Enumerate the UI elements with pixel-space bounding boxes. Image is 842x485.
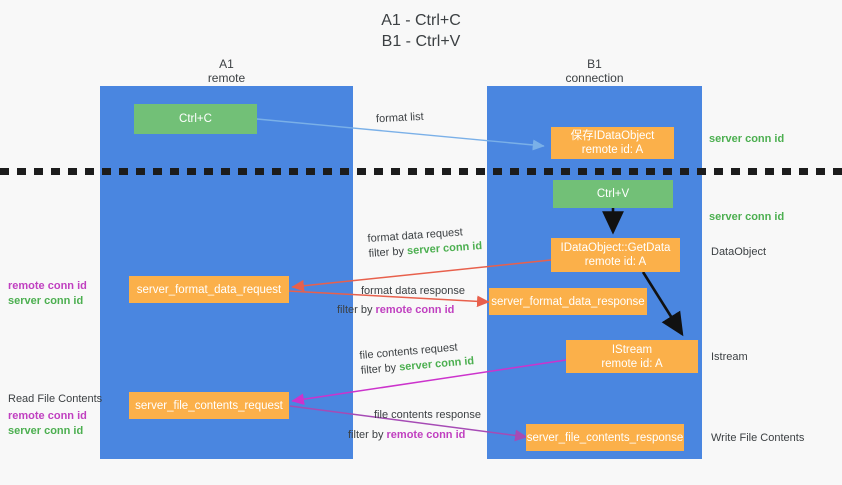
note-write-file-contents: Write File Contents [711,432,805,444]
label-format-data-response: format data response filter by remote co… [337,284,465,318]
note-remote-conn-id-1: remote conn id [8,280,87,292]
dashed-divider [0,168,842,175]
page-title: A1 - Ctrl+C B1 - Ctrl+V [381,12,461,50]
box-istream[interactable]: IStream remote id: A [566,340,698,373]
box-ctrl-c[interactable]: Ctrl+C [134,104,257,134]
left-notes-file: Read File Contents remote conn id server… [8,392,102,439]
label-file-contents-response-line2: filter by remote conn id [348,429,466,441]
box-ctrl-v[interactable]: Ctrl+V [553,180,673,208]
lane-header-b1: B1 connection [565,57,624,85]
box-save-idataobject[interactable]: 保存IDataObject remote id: A [551,127,674,159]
left-notes-format: remote conn id server conn id [8,279,87,309]
box-server-file-contents-response[interactable]: server_file_contents_response [526,424,684,451]
note-server-conn-id-2: server conn id [8,425,84,437]
label-format-data-response-line2: filter by remote conn id [337,304,455,316]
label-file-contents-response-line1: file contents response [374,409,482,421]
note-istream: Istream [711,351,748,363]
box-idataobject-getdata[interactable]: IDataObject::GetData remote id: A [551,238,680,272]
key-server-conn-id: server conn id [406,240,483,258]
box-server-file-contents-request[interactable]: server_file_contents_request [129,392,289,419]
label-file-contents-request: file contents request filter by server c… [359,339,475,379]
note-server-conn-id-1: server conn id [8,295,84,307]
note-server-conn-id-mid: server conn id [709,211,785,223]
key-remote-conn-id: remote conn id [375,304,455,316]
note-read-file-contents: Read File Contents [8,393,103,405]
note-dataobject: DataObject [711,246,767,258]
lane-header-a1: A1 remote [207,57,246,85]
label-format-data-request: format data request filter by server con… [367,224,483,262]
box-server-format-data-request[interactable]: server_format_data_request [129,276,289,303]
label-format-data-response-line1: format data response [361,285,465,297]
label-format-list: format list [375,110,424,126]
box-server-format-data-response[interactable]: server_format_data_response [489,288,647,315]
label-file-contents-response: file contents response filter by remote … [348,408,481,443]
key-remote-conn-id: remote conn id [386,429,466,441]
note-server-conn-id-top: server conn id [709,133,785,145]
note-remote-conn-id-2: remote conn id [8,410,87,422]
